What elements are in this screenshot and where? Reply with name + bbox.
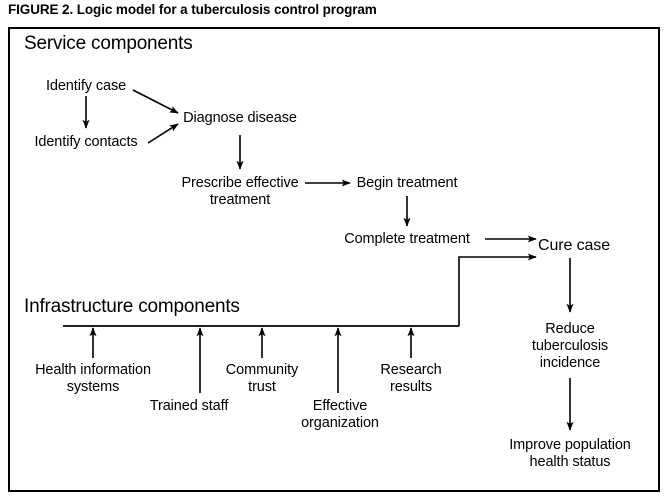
node-complete-treatment: Complete treatment xyxy=(344,231,470,247)
node-effective-line-1: Effective xyxy=(312,398,368,414)
node-effective-organization: Effective organization xyxy=(301,398,379,432)
node-health-information-systems: Health information systems xyxy=(35,362,151,396)
node-prescribe-effective-treatment: Prescribe effective treatment xyxy=(181,175,298,209)
node-prescribe-line-1: Prescribe effective xyxy=(181,175,299,191)
node-research-line-1: Research xyxy=(380,362,442,378)
section-heading-infrastructure: Infrastructure components xyxy=(24,296,240,317)
node-community-line-1: Community xyxy=(225,362,299,378)
node-diagnose-disease: Diagnose disease xyxy=(183,110,297,126)
node-identify-case: Identify case xyxy=(45,78,127,94)
node-improve-line-2: health status xyxy=(529,454,611,470)
node-health-info-line-1: Health information xyxy=(35,362,151,378)
node-cure-case: Cure case xyxy=(537,237,611,254)
section-heading-service: Service components xyxy=(24,33,193,54)
figure-border-box xyxy=(8,27,660,492)
node-community-trust: Community trust xyxy=(225,362,299,396)
node-identify-contacts: Identify contacts xyxy=(34,134,138,150)
node-prescribe-line-2: treatment xyxy=(209,192,271,208)
node-research-line-2: results xyxy=(389,379,433,395)
node-reduce-tuberculosis-incidence: Reduce tuberculosis incidence xyxy=(532,321,608,372)
node-reduce-line-3: incidence xyxy=(539,355,601,371)
node-health-info-line-2: systems xyxy=(66,379,120,395)
node-community-line-2: trust xyxy=(248,379,276,395)
node-effective-line-2: organization xyxy=(301,415,379,431)
node-improve-line-1: Improve population xyxy=(509,437,631,453)
node-reduce-line-1: Reduce xyxy=(545,321,595,337)
node-trained-staff: Trained staff xyxy=(149,398,229,414)
node-reduce-line-2: tuberculosis xyxy=(531,338,609,354)
node-begin-treatment: Begin treatment xyxy=(356,175,458,191)
figure-title: FIGURE 2. Logic model for a tuberculosis… xyxy=(8,2,377,17)
node-improve-population-health-status: Improve population health status xyxy=(509,437,631,471)
node-research-results: Research results xyxy=(380,362,441,396)
